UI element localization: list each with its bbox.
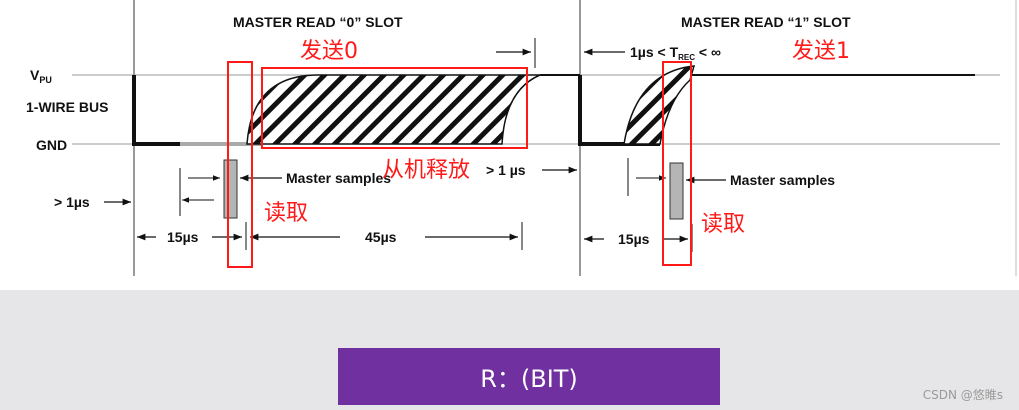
send0-box — [261, 67, 528, 149]
master-samples-label-0: Master samples — [286, 170, 391, 186]
release-annotation: 从机释放 — [382, 158, 470, 183]
t15us-left-label: 15µs — [167, 229, 199, 245]
t45us-label: 45µs — [365, 229, 397, 245]
gnd-label: GND — [36, 137, 67, 153]
trec-label: 1µs < TREC < ∞ — [630, 44, 721, 62]
read-annotation-left: 读取 — [264, 201, 308, 226]
bus-label: 1-WIRE BUS — [26, 99, 108, 115]
gt1us-mid-label: > 1 µs — [486, 162, 526, 178]
slot1-title: MASTER READ “1” SLOT — [681, 14, 851, 30]
gt1us-left-label: > 1µs — [54, 194, 90, 210]
read-bit-banner-text: R：(BIT) — [480, 365, 578, 393]
master-samples-label-1: Master samples — [730, 172, 835, 188]
read-window-box-0 — [227, 61, 253, 268]
read-window-box-1 — [662, 61, 692, 266]
slot1-hatched-region — [623, 65, 696, 145]
send1-annotation: 发送1 — [792, 39, 850, 64]
slot0-title: MASTER READ “0” SLOT — [233, 14, 403, 30]
watermark: CSDN @悠睢s — [922, 388, 1003, 402]
t15us-right-label: 15µs — [618, 231, 650, 247]
slot0-master-pulldown — [132, 75, 180, 146]
vpu-label: VPU — [30, 67, 52, 85]
master-samples-box-0 — [223, 159, 238, 219]
read-annotation-right: 读取 — [701, 212, 745, 237]
master-samples-box-1 — [669, 162, 684, 220]
send0-annotation: 发送0 — [300, 39, 358, 64]
read-bit-banner: R：(BIT) — [338, 348, 720, 405]
timing-diagram: MASTER READ “0” SLOT MASTER READ “1” SLO… — [26, 0, 1017, 276]
slot0-hatched-region — [246, 74, 541, 145]
